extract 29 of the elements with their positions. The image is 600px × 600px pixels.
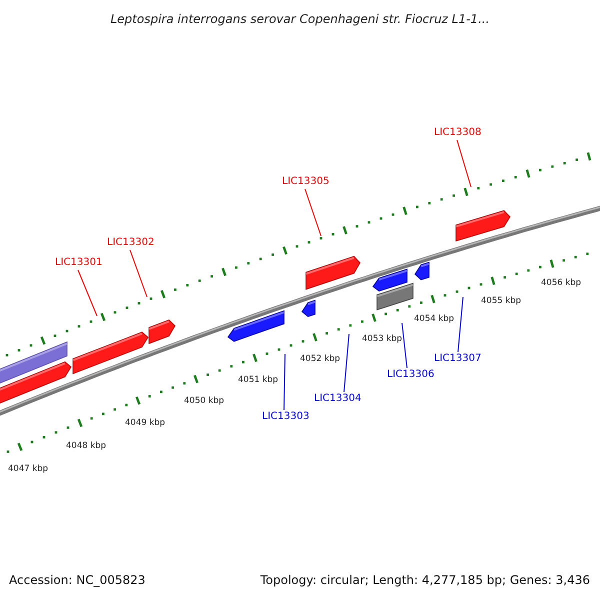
leader-line: [344, 334, 350, 392]
gene-label: LIC13303: [262, 411, 310, 423]
scale-label: 4056 kbp: [541, 278, 582, 288]
gene-label: LIC13304: [314, 393, 362, 405]
leader-line: [458, 296, 464, 352]
scale-label: 4053 kbp: [362, 334, 402, 344]
leader-line: [284, 354, 286, 410]
gene-label: LIC13302: [107, 237, 154, 249]
gene-label: LIC13305: [282, 176, 330, 188]
leader-line: [402, 322, 408, 368]
leader-line: [456, 140, 472, 188]
scale-label: 4049 kbp: [125, 418, 166, 428]
gene-label: LIC13306: [387, 369, 434, 381]
leader-line: [130, 250, 148, 298]
scale-label: 4054 kbp: [414, 314, 454, 324]
gene-label: LIC13307: [434, 353, 482, 365]
genome-info-text: Topology: circular; Length: 4,277,185 bp; Genes: 3,436: [260, 573, 590, 587]
scale-label: 4052 kbp: [300, 354, 340, 364]
scale-label: 4050 kbp: [184, 396, 224, 406]
scale-label: 4048 kbp: [66, 441, 106, 451]
title: Leptospira interrogans serovar Copenhageni str. Fiocruz L1-1...: [109, 12, 491, 26]
scale-label: 4051 kbp: [238, 375, 278, 385]
leader-line: [78, 270, 98, 316]
scale-label: 4055 kbp: [481, 296, 522, 306]
accession-text: Accession: NC_005823: [9, 573, 146, 587]
gene-label: LIC13301: [55, 257, 102, 269]
scale-label: 4047 kbp: [8, 464, 48, 474]
leader-line: [304, 188, 322, 236]
gene-label: LIC13308: [434, 127, 482, 139]
